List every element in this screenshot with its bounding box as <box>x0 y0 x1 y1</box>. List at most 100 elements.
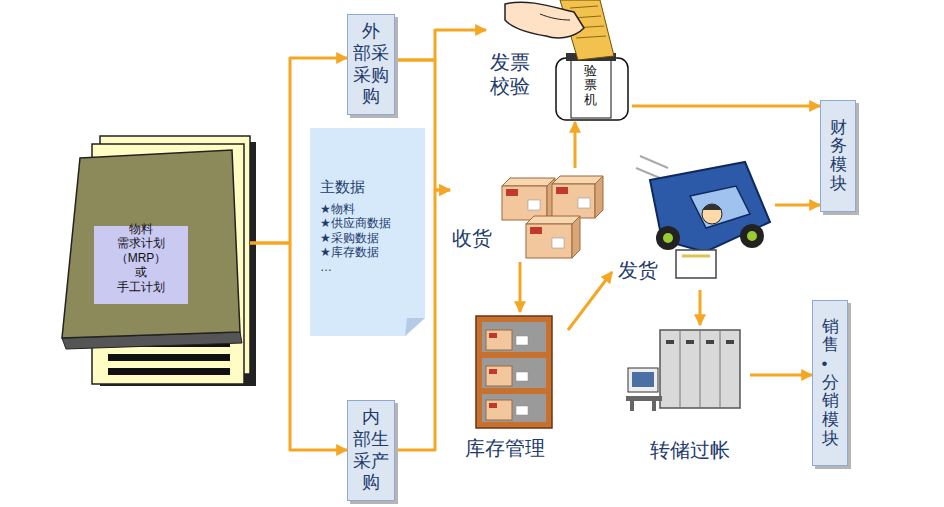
computer-system <box>626 330 740 411</box>
computer-system-part <box>652 401 656 411</box>
inventory: 库存管理 <box>462 312 568 466</box>
computer-system-part <box>680 330 681 408</box>
text-line: 校验 <box>490 74 530 98</box>
process-box: 内 部生 采产 购 <box>347 400 395 501</box>
document-stack-part <box>108 354 230 361</box>
delivery-truck-part <box>690 186 750 228</box>
plan-document: 物料 需求计划 （MRP） 或 手工计划 <box>55 137 250 385</box>
delivery-truck-part <box>663 233 673 243</box>
computer-system-part <box>686 340 694 344</box>
goods-receipt: 收货 <box>450 168 605 262</box>
storage-shelf-part <box>489 403 497 408</box>
master-data-note <box>310 128 425 336</box>
delivery-truck-part <box>747 231 757 241</box>
module-box: 财务模块 <box>820 100 856 212</box>
computer-system-part <box>660 330 740 408</box>
goods-boxes-part <box>572 216 580 258</box>
computer-system-part <box>628 368 658 392</box>
storage-shelf-part <box>486 366 512 386</box>
flow-arrow <box>395 30 486 60</box>
text-line: 或 <box>92 265 190 279</box>
goods-boxes-part <box>552 184 595 218</box>
goods-boxes-part <box>502 186 547 220</box>
flow-arrow <box>519 262 522 312</box>
computer-system-part <box>666 340 674 344</box>
storage-shelf-part <box>489 333 497 338</box>
goods-boxes-part <box>530 227 542 234</box>
node-label: 物料 需求计划 （MRP） 或 手工计划 <box>92 222 190 294</box>
invoice-machine-part <box>571 60 611 118</box>
storage-shelf-part <box>489 369 497 374</box>
text-line: 采产 <box>353 451 389 473</box>
text-line: 购 <box>353 472 389 494</box>
goods-boxes-part <box>506 189 518 196</box>
storage-shelf <box>476 316 552 428</box>
delivery-truck-part <box>740 224 764 248</box>
node-label: 发票 校验 <box>490 50 530 98</box>
posting: 转储过帐 <box>622 325 750 470</box>
goods-boxes-part <box>556 187 568 194</box>
master-data-note-part <box>310 128 425 336</box>
delivery-truck-part <box>636 168 660 178</box>
node-label: 库存管理 <box>465 436 545 460</box>
invoice-machine-part <box>556 58 628 120</box>
text-line: 外 <box>353 21 389 43</box>
document-stack-part <box>108 368 230 375</box>
text-line: 采购 <box>353 65 389 87</box>
delivery-truck-part <box>656 226 680 250</box>
process-box: 外 部采 采购 购 <box>347 14 395 115</box>
computer-system-part <box>706 340 714 344</box>
invoice-check: 发票 校验验票机 <box>486 22 632 122</box>
node-label: 外 部采 采购 购 <box>353 21 389 107</box>
goods-boxes-part <box>578 198 590 208</box>
flow-arrow <box>250 243 347 450</box>
goods-boxes-part <box>552 238 564 248</box>
text-line: ★供应商数据 <box>320 216 391 230</box>
node-label: 主数据 <box>320 178 365 196</box>
text-line: 部采 <box>353 43 389 65</box>
text-line: 部生 <box>353 429 389 451</box>
computer-system-part <box>726 340 734 344</box>
document-stack-part <box>62 150 240 338</box>
goods-boxes-part <box>528 200 540 210</box>
master-data-note: 主数据 ★物料 ★供应商数据 ★采购数据 ★库存数据 … <box>310 128 425 336</box>
text-line: （MRP） <box>92 251 190 265</box>
invoice-machine-part <box>570 6 598 8</box>
delivery-truck-part <box>640 156 668 168</box>
delivery-truck-part <box>702 204 722 210</box>
goods-boxes <box>502 176 603 258</box>
storage-shelf-part <box>476 316 552 428</box>
flow-arrow <box>699 290 702 325</box>
computer-system-part <box>700 330 701 408</box>
text-line: 需求计划 <box>92 236 190 250</box>
flow-arrow <box>632 105 820 108</box>
text-line: … <box>320 260 391 274</box>
computer-system-part <box>720 330 721 408</box>
node-label: 内 部生 采产 购 <box>353 407 389 493</box>
storage-shelf-part <box>482 322 546 352</box>
master-data-note-part <box>405 318 425 336</box>
delivery-truck-part <box>682 255 710 258</box>
computer-system-part <box>626 396 662 401</box>
storage-shelf-part <box>486 400 512 420</box>
delivery-truck-part <box>676 250 716 278</box>
delivery-truck-part <box>702 204 722 224</box>
text-line: ★库存数据 <box>320 245 391 259</box>
node-text: ★物料 ★供应商数据 ★采购数据 ★库存数据 … <box>320 202 391 274</box>
text-line: 手工计划 <box>92 280 190 294</box>
flow-arrow <box>750 374 812 377</box>
flow-arrow <box>574 122 577 168</box>
text-line: 内 <box>353 407 389 429</box>
module-box: 销售•分销模块 <box>812 300 848 466</box>
delivery-truck-part <box>650 162 770 252</box>
goods-boxes-part <box>595 176 603 218</box>
node-label: 财务模块 <box>830 119 847 194</box>
node-label: 发货 <box>618 258 658 282</box>
storage-shelf-part <box>516 406 528 415</box>
flow-arrow <box>775 204 820 207</box>
text-line: ★采购数据 <box>320 231 391 245</box>
flow-arrow <box>568 272 612 330</box>
storage-shelf-part <box>482 394 546 422</box>
text-line: 购 <box>353 86 389 108</box>
